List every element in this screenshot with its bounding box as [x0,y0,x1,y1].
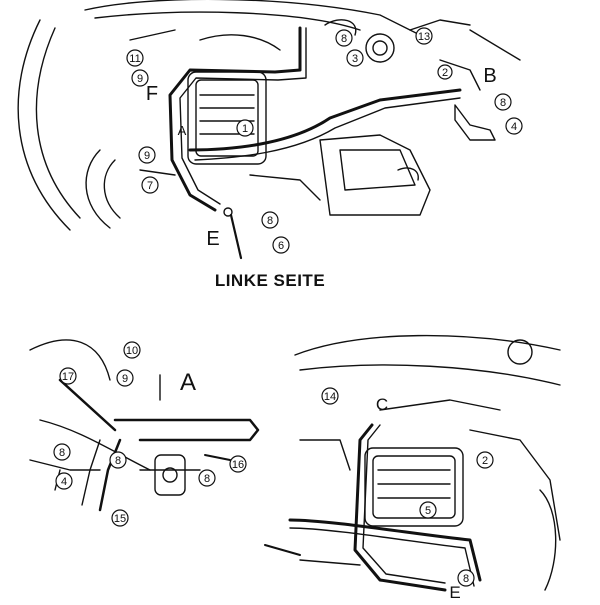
letter-e: E [206,228,219,250]
callout-label-a-15: 15 [114,513,126,525]
letter-b: B [483,65,496,87]
detail-a-drawing [29,339,260,512]
letter-a-small: A [178,123,187,138]
callout-label-13: 13 [418,31,430,43]
callout-labels: 1 2 3 4 6 7 8 8 8 9 9 11 13 4 8 8 8 9 10… [59,31,517,585]
callout-label-a-8b: 8 [115,455,121,467]
callout-label-3: 3 [352,53,358,65]
callout-label-8a: 8 [341,33,347,45]
callout-label-r-8: 8 [463,573,469,585]
callout-label-4: 4 [511,121,517,133]
callout-label-a-8a: 8 [59,447,65,459]
detail-right-drawing [264,334,561,592]
callout-label-r-2: 2 [482,455,488,467]
callout-label-a-17: 17 [62,371,74,383]
letter-a-detail: A [180,369,196,396]
callout-label-8c: 8 [500,97,506,109]
callout-label-9b: 9 [137,73,143,85]
callout-label-r-14: 14 [324,391,336,403]
letter-markers: F B E A A C E [146,65,497,602]
page-heading: LINKE SEITE [214,271,326,290]
callout-label-a-8c: 8 [204,473,210,485]
letter-e-detail: E [449,583,460,600]
callout-label-8b: 8 [267,215,273,227]
letter-c: C [376,395,388,414]
callout-label-7: 7 [147,180,153,192]
callout-label-11: 11 [129,53,140,65]
callout-markers [53,27,523,587]
letter-f: F [146,83,158,105]
callout-label-a-9: 9 [122,373,128,385]
callout-label-2: 2 [442,67,448,79]
callout-label-6: 6 [278,240,284,252]
callout-label-a-4: 4 [61,476,67,488]
callout-label-1: 1 [242,123,248,135]
callout-label-9a: 9 [144,150,150,162]
callout-label-r-5: 5 [425,505,431,517]
callout-label-a-16: 16 [232,459,244,471]
callout-label-a-10: 10 [126,345,138,357]
